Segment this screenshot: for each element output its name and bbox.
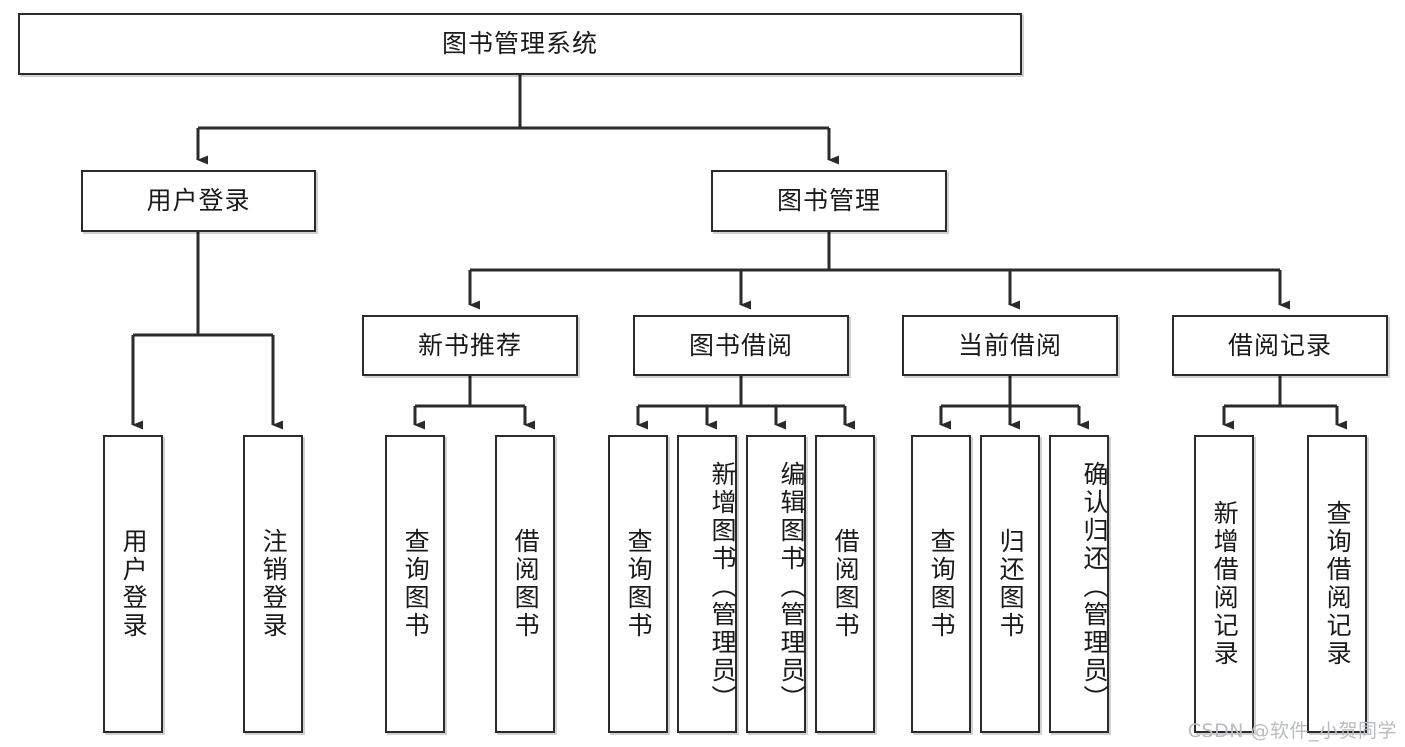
node-current-borrow[interactable]: 当前借阅 (902, 315, 1118, 376)
node-new-book-recommend[interactable]: 新书推荐 (362, 315, 578, 376)
node-label: 当前借阅 (957, 330, 1062, 360)
node-label: 新书推荐 (417, 330, 522, 360)
node-label: 借阅记录 (1227, 330, 1332, 360)
node-book-management[interactable]: 图书管理 (711, 170, 947, 232)
node-label: 查询图书 (624, 528, 654, 640)
node-leaf-query-book-current[interactable]: 查询图书 (911, 435, 971, 733)
node-label: 新增借阅记录 (1210, 500, 1240, 668)
node-leaf-query-book-recommend[interactable]: 查询图书 (385, 435, 445, 733)
node-label: 确认归还（管理员） (1080, 461, 1109, 713)
node-label: 查询图书 (927, 528, 957, 640)
node-leaf-query-book-borrow[interactable]: 查询图书 (608, 435, 668, 733)
node-leaf-return-book[interactable]: 归还图书 (980, 435, 1040, 733)
node-leaf-confirm-return-admin[interactable]: 确认归还（管理员） (1049, 435, 1109, 733)
node-leaf-edit-book-admin[interactable]: 编辑图书（管理员） (746, 435, 806, 733)
node-leaf-add-book-admin[interactable]: 新增图书（管理员） (677, 435, 737, 733)
node-label: 用户登录 (146, 186, 251, 216)
node-label: 新增图书（管理员） (708, 461, 737, 713)
node-label: 图书借阅 (688, 330, 793, 360)
node-book-management-system[interactable]: 图书管理系统 (18, 13, 1022, 75)
node-label: 注销登录 (259, 528, 289, 640)
node-label: 借阅图书 (511, 528, 541, 640)
node-label: 归还图书 (996, 528, 1026, 640)
node-leaf-borrow-book-recommend[interactable]: 借阅图书 (495, 435, 555, 733)
node-label: 图书管理 (776, 186, 881, 216)
node-leaf-add-borrow-record[interactable]: 新增借阅记录 (1194, 435, 1254, 733)
node-leaf-user-login[interactable]: 用户登录 (103, 435, 163, 733)
node-label: 编辑图书（管理员） (777, 461, 806, 713)
node-label: 查询借阅记录 (1323, 500, 1353, 668)
node-borrow-record[interactable]: 借阅记录 (1172, 315, 1388, 376)
node-label: 查询图书 (401, 528, 431, 640)
node-label: 借阅图书 (831, 528, 861, 640)
node-label: 用户登录 (119, 528, 149, 640)
node-book-borrow[interactable]: 图书借阅 (633, 315, 849, 376)
node-label: 图书管理系统 (441, 29, 598, 59)
node-leaf-borrow-book[interactable]: 借阅图书 (815, 435, 875, 733)
node-leaf-query-borrow-record[interactable]: 查询借阅记录 (1307, 435, 1367, 733)
node-user-login[interactable]: 用户登录 (81, 170, 316, 232)
node-leaf-logout[interactable]: 注销登录 (243, 435, 303, 733)
